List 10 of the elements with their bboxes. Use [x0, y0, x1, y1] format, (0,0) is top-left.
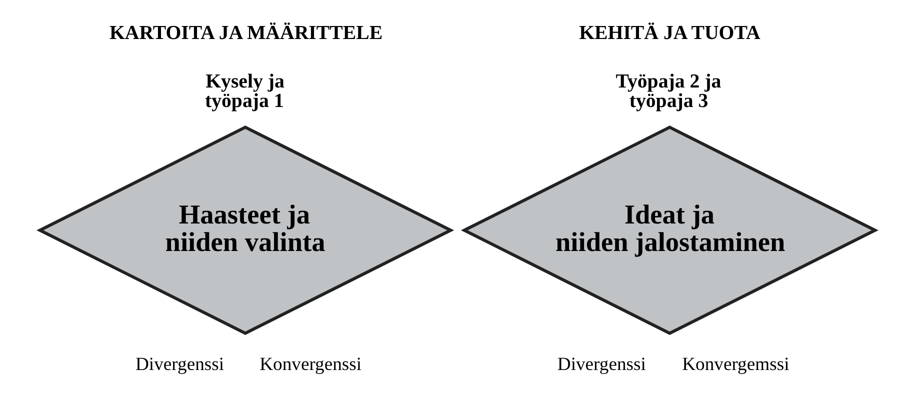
node-label: Konvergenssi: [259, 354, 362, 375]
node-diamond: Haasteet ja niiden valinta: [36, 126, 454, 335]
node-diamond: Ideat ja niiden jalostaminen: [460, 126, 878, 335]
node-label: Kysely ja työpaja 1: [204, 70, 284, 112]
node-label: Divergenssi: [556, 354, 646, 375]
node-label: KARTOITA JA MÄÄRITTELE: [108, 22, 382, 44]
node-label: Konvergemssi: [682, 354, 789, 375]
node-label: KEHITÄ JA TUOTA: [578, 22, 760, 44]
node-label: Divergenssi: [135, 354, 224, 375]
node-label: Työpaja 2 ja työpaja 3: [615, 70, 721, 112]
